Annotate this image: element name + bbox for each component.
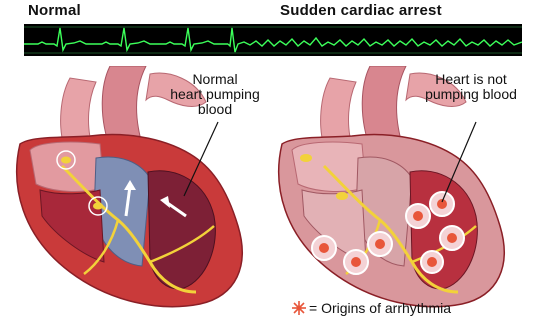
normal-heart-callout: Normal heart pumping blood	[155, 72, 275, 117]
ecg-trace-svg	[24, 24, 522, 56]
arrhythmia-marker-1	[312, 236, 336, 260]
ecg-strip	[24, 24, 522, 56]
arrhythmia-legend: = Origins of arrhythmia	[292, 300, 451, 316]
arrhythmia-marker-6	[440, 226, 464, 250]
legend-text: = Origins of arrhythmia	[309, 300, 451, 316]
arrhythmia-marker-5	[430, 192, 454, 216]
callout-line: Heart is not	[408, 72, 534, 87]
callout-line: Normal	[155, 72, 275, 87]
ecg-arrest-trace	[228, 28, 522, 52]
starburst-icon	[292, 301, 306, 315]
callout-line: pumping blood	[408, 87, 534, 102]
arrest-heart-callout: Heart is not pumping blood	[408, 72, 534, 102]
ecg-normal-trace	[24, 28, 228, 50]
callout-line: blood	[155, 102, 275, 117]
arrhythmia-marker-2	[344, 250, 368, 274]
arrhythmia-marker-7	[421, 251, 443, 273]
normal-label: Normal	[28, 2, 81, 19]
callout-line: heart pumping	[155, 87, 275, 102]
arrhythmia-marker-3	[368, 232, 392, 256]
arrhythmia-marker-4	[406, 204, 430, 228]
arrest-heart-illustration	[272, 66, 546, 316]
sudden-cardiac-arrest-label: Sudden cardiac arrest	[280, 2, 442, 19]
